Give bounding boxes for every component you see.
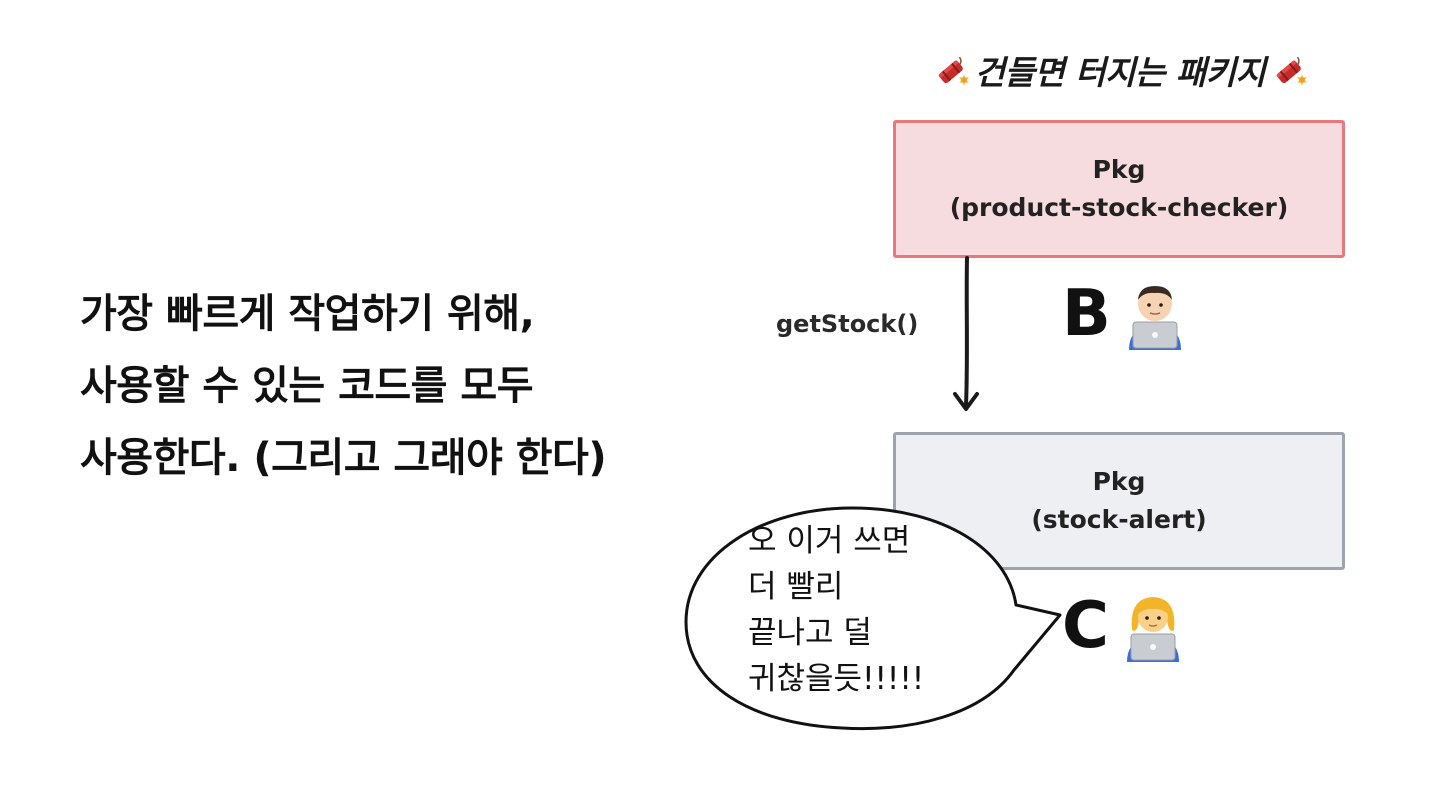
speech-line-3: 끝나고 덜	[748, 615, 872, 651]
call-label: getStock()	[776, 310, 919, 338]
diagram-title: 건들면 터지는 패키지	[900, 44, 1340, 96]
woman-technologist-icon	[1126, 597, 1179, 662]
owner-b-letter: B	[1062, 277, 1111, 351]
main-text-line-1: 가장 빠르게 작업하기 위해,	[80, 291, 535, 337]
package-label: Pkg	[1092, 467, 1146, 496]
speech-bubble-text: 오 이거 쓰면 더 빨리 끝나고 덜 귀찮을듯!!!!!	[748, 518, 924, 702]
package-name: (stock-alert)	[1031, 505, 1207, 534]
owner-b: B	[1062, 278, 1191, 350]
package-product-stock-checker: Pkg (product-stock-checker)	[893, 120, 1345, 258]
owner-c-letter: C	[1062, 589, 1109, 663]
dynamite-icon	[938, 56, 969, 86]
speech-line-1: 오 이거 쓰면	[748, 523, 911, 559]
speech-bubble	[684, 506, 1062, 731]
speech-line-2: 더 빨리	[748, 569, 844, 605]
owner-c: C	[1062, 590, 1189, 662]
speech-line-4: 귀찮을듯!!!!!	[748, 661, 925, 697]
man-technologist-icon	[1128, 286, 1181, 350]
package-label: Pkg	[1092, 155, 1146, 184]
package-name: (product-stock-checker)	[949, 193, 1289, 222]
main-text-line-2: 사용할 수 있는 코드를 모두	[80, 363, 534, 409]
dependency-arrow	[953, 256, 979, 411]
main-text-line-3: 사용한다. (그리고 그래야 한다)	[80, 435, 607, 481]
dynamite-icon	[1277, 56, 1308, 86]
main-text: 가장 빠르게 작업하기 위해, 사용할 수 있는 코드를 모두 사용한다. (그…	[80, 278, 607, 494]
diagram-title-text: 건들면 터지는 패키지	[974, 53, 1266, 92]
